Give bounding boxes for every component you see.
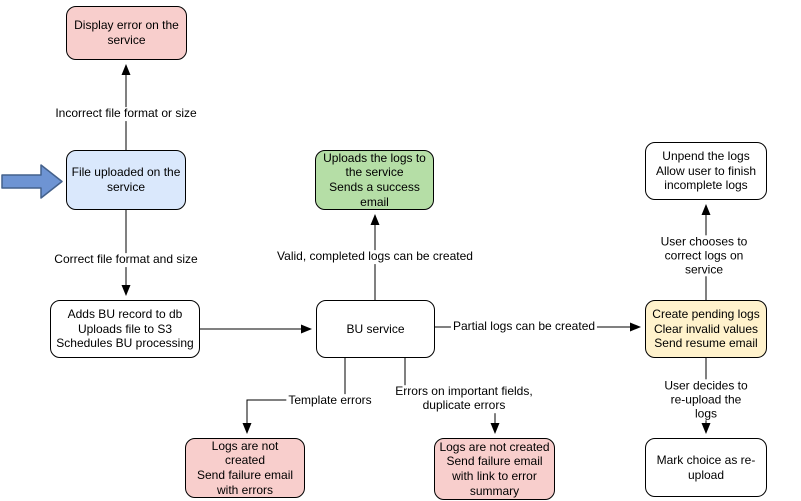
node-unpend-logs: Unpend the logs Allow user to finish inc…	[645, 142, 767, 200]
node-display-error: Display error on the service	[66, 6, 187, 60]
edge-label-correct-format: Correct file format and size	[52, 252, 200, 267]
edge-label-user-chooses-correct: User chooses to correct logs on service	[655, 234, 753, 277]
node-adds-bu-record: Adds BU record to db Uploads file to S3 …	[50, 300, 200, 358]
edge-label-important-field-errors: Errors on important fields, duplicate er…	[393, 384, 535, 413]
edge-label-partial-logs: Partial logs can be created	[450, 319, 598, 334]
edge-label-template-errors: Template errors	[286, 393, 374, 408]
edge-label-valid-logs: Valid, completed logs can be created	[275, 249, 475, 264]
node-fail-template-errors: Logs are not created Send failure email …	[185, 438, 305, 498]
edge-label-incorrect-format: Incorrect file format or size	[53, 106, 199, 121]
node-upload-success: Uploads the logs to the service Sends a …	[315, 150, 434, 210]
node-create-pending-logs: Create pending logs Clear invalid values…	[645, 300, 767, 358]
node-file-uploaded: File uploaded on the service	[66, 150, 186, 210]
node-mark-reupload: Mark choice as re-upload	[645, 438, 767, 497]
input-block-arrow-icon	[1, 164, 63, 199]
edge-label-user-reupload: User decides to re-upload the logs	[658, 378, 754, 421]
node-bu-service: BU service	[316, 300, 435, 358]
node-fail-field-errors: Logs are not created Send failure email …	[434, 438, 555, 500]
